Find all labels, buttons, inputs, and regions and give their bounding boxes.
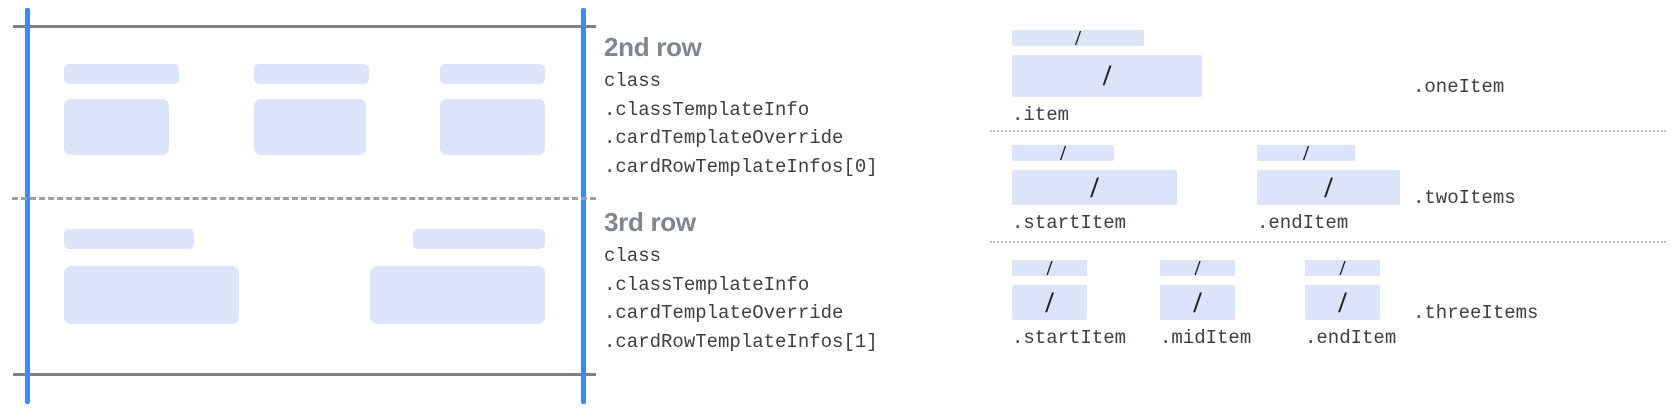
variant-two-items-name: .twoItems bbox=[1413, 187, 1516, 209]
row2-title: 2nd row bbox=[604, 32, 702, 62]
slot-start-item-caption: .startItem bbox=[1012, 212, 1127, 234]
slot-mid-item-top-placeholder: / bbox=[1160, 255, 1235, 280]
row2-cell2-label-placeholder bbox=[254, 64, 369, 84]
row-annotations: 2nd row class .classTemplateInfo .cardTe… bbox=[604, 0, 964, 412]
slash-icon: / bbox=[1090, 170, 1099, 204]
row2-cell2-body-placeholder bbox=[254, 99, 366, 155]
slot-end-item-main-placeholder: / bbox=[1305, 285, 1380, 320]
slot-end-item-caption: .endItem bbox=[1257, 212, 1349, 234]
slash-icon: / bbox=[1045, 285, 1054, 319]
slash-icon: / bbox=[1324, 170, 1333, 204]
slot-end-item-caption: .endItem bbox=[1305, 327, 1397, 349]
slot-mid-item: / / .midItem bbox=[1160, 255, 1252, 349]
slot-mid-item-caption: .midItem bbox=[1160, 327, 1252, 349]
card-right-guide bbox=[581, 8, 586, 404]
variant-separator-2 bbox=[990, 241, 1666, 243]
row-item-variants-diagram: / / .item .oneItem / / .startItem bbox=[980, 0, 1676, 412]
variant-one-item: / / .item .oneItem bbox=[980, 22, 1676, 130]
row3-cell2-body-placeholder bbox=[370, 266, 545, 324]
row2-cell1-label-placeholder bbox=[64, 64, 179, 84]
slash-icon: / bbox=[1338, 285, 1347, 319]
row3-cell1-body-placeholder bbox=[64, 266, 239, 324]
slash-icon: / bbox=[1339, 255, 1346, 280]
slot-item-caption: .item bbox=[1012, 104, 1070, 126]
slash-icon: / bbox=[1194, 255, 1201, 280]
variant-one-item-name: .oneItem bbox=[1413, 76, 1505, 98]
row2-cell1-body-placeholder bbox=[64, 99, 169, 155]
slash-icon: / bbox=[1102, 59, 1112, 92]
slot-item-main-placeholder: / bbox=[1012, 55, 1202, 97]
slot-item-top-placeholder: / bbox=[1012, 25, 1144, 50]
slot-end-item-main-placeholder: / bbox=[1257, 170, 1400, 205]
row-divider-dashed bbox=[12, 197, 596, 200]
slot-start-item-main-placeholder: / bbox=[1012, 170, 1177, 205]
row3-code-line-1: class bbox=[604, 245, 662, 267]
row3-cell1-label-placeholder bbox=[64, 229, 194, 249]
row3-title: 3rd row bbox=[604, 207, 696, 237]
slot-start-item: / / .startItem bbox=[1012, 255, 1127, 349]
slot-mid-item-main-placeholder: / bbox=[1160, 285, 1235, 320]
row3-cell2-label-placeholder bbox=[413, 229, 545, 249]
card-bottom-border bbox=[13, 373, 596, 376]
row2-cell3-label-placeholder bbox=[440, 64, 545, 84]
slot-start-item-main-placeholder: / bbox=[1012, 285, 1087, 320]
slot-end-item-top-placeholder: / bbox=[1257, 140, 1355, 165]
slot-end-item-top-placeholder: / bbox=[1305, 255, 1380, 280]
row2-code-line-2: .classTemplateInfo bbox=[604, 98, 810, 121]
variant-three-items: / / .startItem / / .midItem / bbox=[980, 246, 1676, 360]
slash-icon: / bbox=[1060, 140, 1066, 165]
slash-icon: / bbox=[1046, 255, 1053, 280]
slot-start-item: / / .startItem bbox=[1012, 140, 1177, 234]
slot-start-item-top-placeholder: / bbox=[1012, 140, 1114, 165]
slot-start-item-caption: .startItem bbox=[1012, 327, 1127, 349]
row3-code-line-3: .cardTemplateOverride bbox=[604, 302, 844, 325]
card-left-guide bbox=[25, 8, 30, 404]
slash-icon: / bbox=[1075, 25, 1081, 50]
card-top-border bbox=[13, 25, 596, 28]
slot-end-item: / / .endItem bbox=[1257, 140, 1400, 234]
slot-start-item-top-placeholder: / bbox=[1012, 255, 1087, 280]
slot-end-item: / / .endItem bbox=[1305, 255, 1397, 349]
row3-code-line-4: .cardRowTemplateInfos[1] bbox=[604, 330, 878, 353]
row2-code-line-4: .cardRowTemplateInfos[0] bbox=[604, 155, 878, 178]
row2-code-line-3: .cardTemplateOverride bbox=[604, 127, 844, 150]
row2-annotation: 2nd row class .classTemplateInfo .cardTe… bbox=[604, 30, 878, 181]
slash-icon: / bbox=[1303, 140, 1309, 165]
slash-icon: / bbox=[1193, 285, 1202, 319]
variant-separator-1 bbox=[990, 130, 1666, 132]
card-layout-diagram bbox=[0, 0, 600, 412]
row2-cell3-body-placeholder bbox=[440, 99, 545, 155]
variant-three-items-name: .threeItems bbox=[1413, 302, 1539, 324]
row2-code-line-1: class bbox=[604, 70, 662, 92]
variant-two-items: / / .startItem / / .endItem .twoItems bbox=[980, 132, 1676, 244]
slot-item: / / .item bbox=[1012, 25, 1202, 126]
row3-code-line-2: .classTemplateInfo bbox=[604, 273, 810, 296]
row3-annotation: 3rd row class .classTemplateInfo .cardTe… bbox=[604, 205, 878, 356]
